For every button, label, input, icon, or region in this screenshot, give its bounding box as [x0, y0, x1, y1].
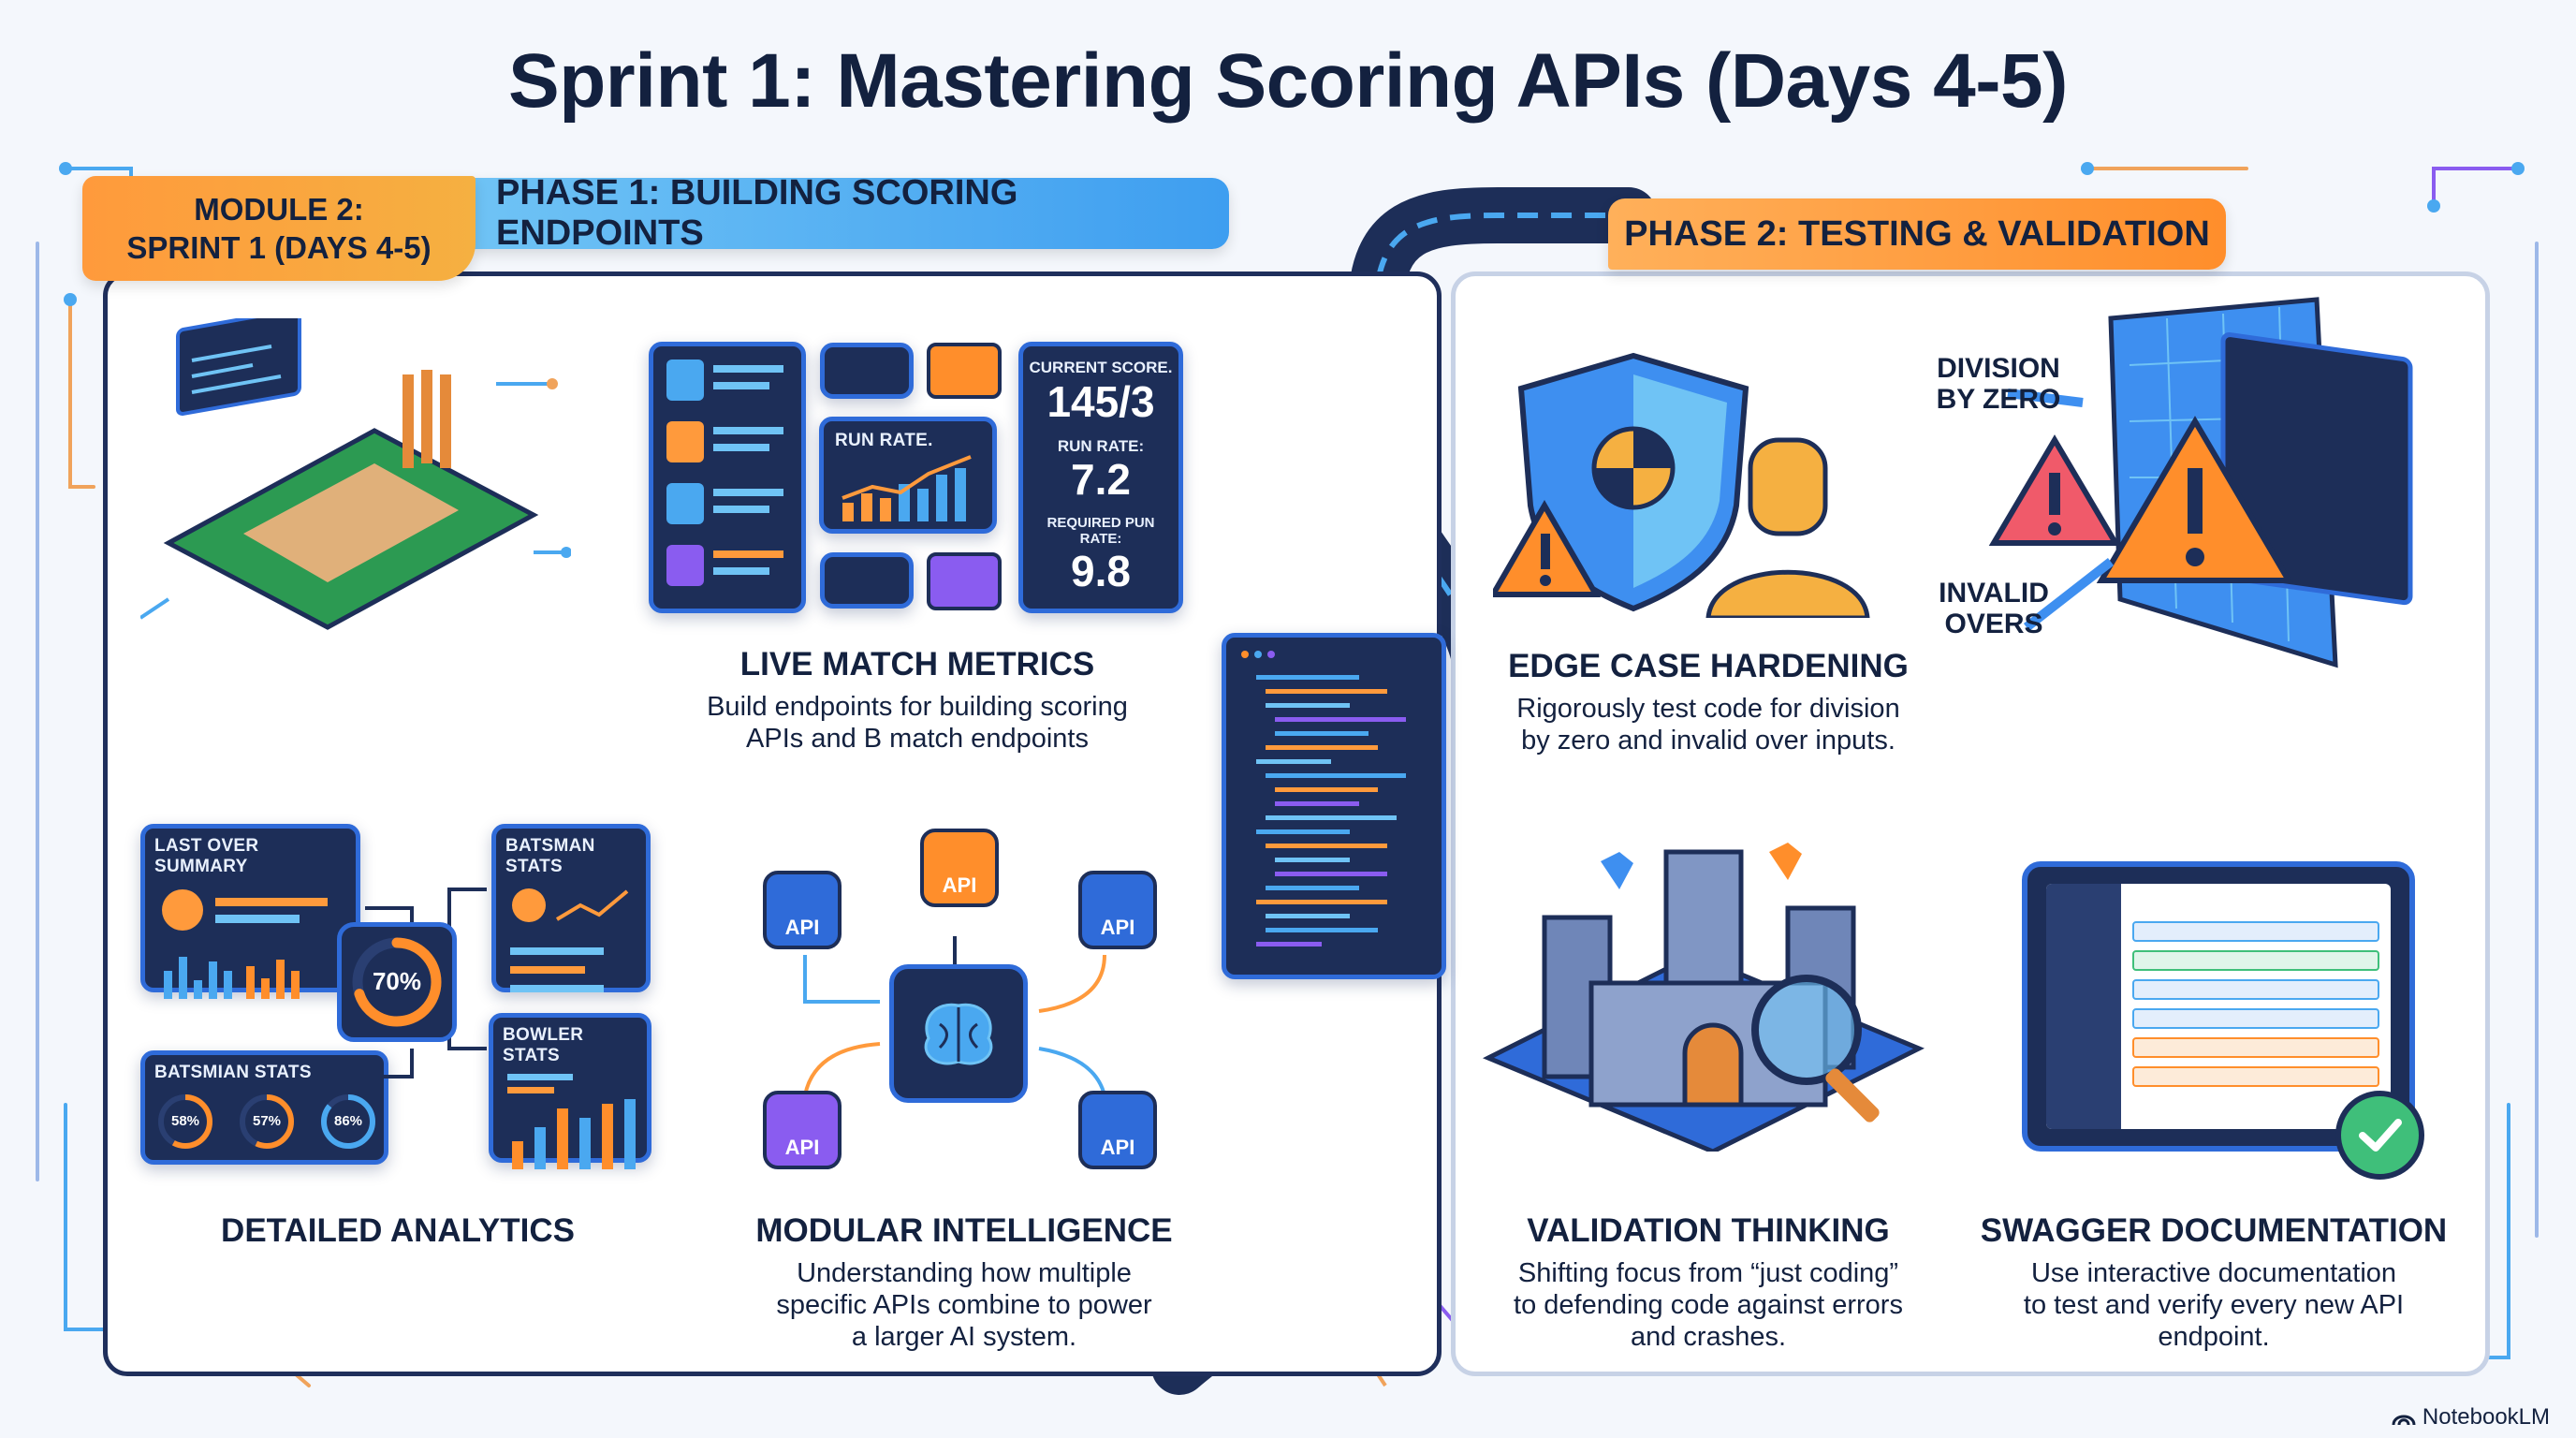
api-chip-bottom-right-label: API — [1100, 1136, 1135, 1159]
validation-desc-3: and crashes. — [1630, 1322, 1787, 1352]
api-chip-bottom-left: API — [763, 1091, 842, 1169]
endpoint-list-panel — [649, 342, 806, 613]
validation-thinking-title: VALIDATION THINKING — [1527, 1212, 1890, 1249]
api-chip-top-label: API — [942, 873, 977, 897]
invalid-overs-line2: OVERS — [1944, 609, 2043, 639]
last-over-summary-label: LAST OVER SUMMARY — [154, 836, 259, 876]
castle-illustration — [1482, 843, 1925, 1152]
swagger-endpoint-list — [2121, 884, 2391, 1129]
api-chip-top: API — [920, 829, 999, 907]
phase2-tag: PHASE 2: TESTING & VALIDATION — [1608, 198, 2226, 270]
required-rate-value: 9.8 — [1071, 546, 1131, 595]
edge-case-desc-1: Rigorously test code for division — [1516, 694, 1900, 724]
batsman-stats-chart — [510, 888, 629, 992]
modular-desc-3: a larger AI system. — [851, 1322, 1077, 1352]
batsman-stats-label: BATSMAN STATS — [505, 836, 595, 876]
cricket-field-illustration — [140, 318, 571, 630]
invalid-overs-label: INVALID OVERS — [1910, 578, 2078, 639]
swagger-title: SWAGGER DOCUMENTATION — [1980, 1212, 2448, 1249]
module-tag-line1: MODULE 2: — [194, 191, 364, 227]
center-ring-label: 70% — [372, 967, 422, 995]
run-rate-chart-label: RUN RATE. — [835, 431, 933, 450]
swagger-sidebar — [2046, 884, 2121, 1129]
center-ring — [352, 937, 442, 1027]
swagger-row-1 — [2132, 921, 2379, 942]
api-chip-top-left: API — [763, 871, 842, 949]
live-metrics-title: LIVE MATCH METRICS — [739, 646, 1095, 682]
swagger-desc-1: Use interactive documentation — [2030, 1258, 2397, 1288]
bowler-stats-panel: BOWLER STATS — [489, 1013, 651, 1169]
mini-panel-bottom-left — [820, 552, 914, 609]
validation-desc-1: Shifting focus from “just coding” — [1517, 1258, 1899, 1288]
last-over-summary-panel: LAST OVER SUMMARY — [140, 824, 360, 999]
swagger-row-3 — [2132, 979, 2379, 1000]
bowler-stats-chart — [507, 1074, 636, 1169]
brand-watermark: NotebookLM — [2391, 1404, 2550, 1431]
live-metrics-desc-1: Build endpoints for building scoring — [707, 692, 1128, 722]
modular-desc-1: Understanding how multiple — [797, 1258, 1132, 1288]
division-by-zero-line1: DIVISION — [1937, 353, 2060, 384]
swagger-screen — [2046, 884, 2391, 1129]
swagger-desc-2: to test and verify every new API — [2023, 1290, 2405, 1320]
phase1-tag: PHASE 1: BUILDING SCORING ENDPOINTS — [473, 173, 1229, 253]
required-rate-label: REQUIRED PUN RATE: — [1046, 514, 1155, 547]
api-arrows — [803, 936, 1106, 1096]
swagger-row-2 — [2132, 950, 2379, 971]
division-by-zero-line2: BY ZERO — [1936, 384, 2061, 415]
bowler-stats-label: BOWLER STATS — [503, 1025, 584, 1065]
module-tag: MODULE 2: SPRINT 1 (DAYS 4-5) — [82, 176, 476, 281]
ring-label-2: 57% — [252, 1113, 282, 1129]
run-rate-label: RUN RATE: — [1057, 436, 1145, 455]
api-chip-bottom-left-label: API — [784, 1136, 820, 1159]
swagger-row-5 — [2132, 1037, 2379, 1058]
validation-desc-2: to defending code against errors — [1514, 1290, 1903, 1320]
division-by-zero-label: DIVISION BY ZERO — [1910, 353, 2087, 415]
invalid-overs-line1: INVALID — [1939, 578, 2049, 609]
api-chip-top-right-label: API — [1100, 916, 1135, 939]
run-rate-chart-panel: RUN RATE. — [819, 417, 997, 534]
mini-panel-top — [820, 343, 914, 399]
trend-icon — [927, 343, 1002, 399]
bar-chart-icon — [927, 552, 1002, 610]
brain-icon — [924, 1003, 993, 1065]
shield-crash-dummy-illustration — [1493, 352, 1870, 618]
page-title: Sprint 1: Mastering Scoring APIs (Days 4… — [508, 38, 2068, 124]
run-rate-value: 7.2 — [1071, 455, 1131, 505]
swagger-row-4 — [2132, 1008, 2379, 1029]
current-score-label: CURRENT SCORE. — [1029, 359, 1173, 377]
code-screen — [1222, 633, 1446, 979]
edge-case-desc-2: by zero and invalid over inputs. — [1521, 726, 1895, 756]
swagger-desc-3: endpoint. — [2158, 1322, 2270, 1352]
small-rings — [158, 1094, 375, 1149]
module-tag-line2: SPRINT 1 (DAYS 4-5) — [126, 230, 432, 265]
api-chip-top-left-label: API — [784, 916, 820, 939]
detailed-analytics-title: DETAILED ANALYTICS — [221, 1212, 575, 1249]
edge-case-title: EDGE CASE HARDENING — [1508, 648, 1909, 684]
live-metrics-desc-2: APIs and B match endpoints — [746, 724, 1089, 754]
api-chip-bottom-right: API — [1078, 1091, 1157, 1169]
code-lines-graphic — [1241, 651, 1406, 946]
ring-row: 58% 57% 86% — [157, 1089, 382, 1154]
center-ring-panel: 70% — [337, 922, 457, 1042]
ring-label-3: 86% — [333, 1113, 363, 1129]
brand-label: NotebookLM — [2422, 1404, 2550, 1430]
batsman-stats-panel: BATSMAN STATS — [491, 824, 651, 992]
run-rate-chart-graphic — [842, 455, 972, 521]
api-chip-top-right: API — [1078, 871, 1157, 949]
ring-label-1: 58% — [170, 1113, 200, 1129]
last-over-chart — [162, 889, 328, 999]
notebooklm-logo-icon — [2392, 1415, 2416, 1426]
modular-desc-2: specific APIs combine to power — [776, 1290, 1152, 1320]
endpoint-list-graphic — [666, 360, 783, 586]
score-panel: CURRENT SCORE. 145/3 RUN RATE: 7.2 REQUI… — [1018, 342, 1183, 613]
check-badge-icon — [2335, 1091, 2424, 1180]
batsmian-stats-label: BATSMIAN STATS — [154, 1063, 312, 1082]
current-score-value: 145/3 — [1046, 376, 1155, 426]
modular-intelligence-title: MODULAR INTELLIGENCE — [755, 1212, 1173, 1249]
swagger-row-6 — [2132, 1066, 2379, 1087]
warning-screen-illustration — [1988, 297, 2413, 668]
brain-core-panel — [889, 964, 1028, 1103]
